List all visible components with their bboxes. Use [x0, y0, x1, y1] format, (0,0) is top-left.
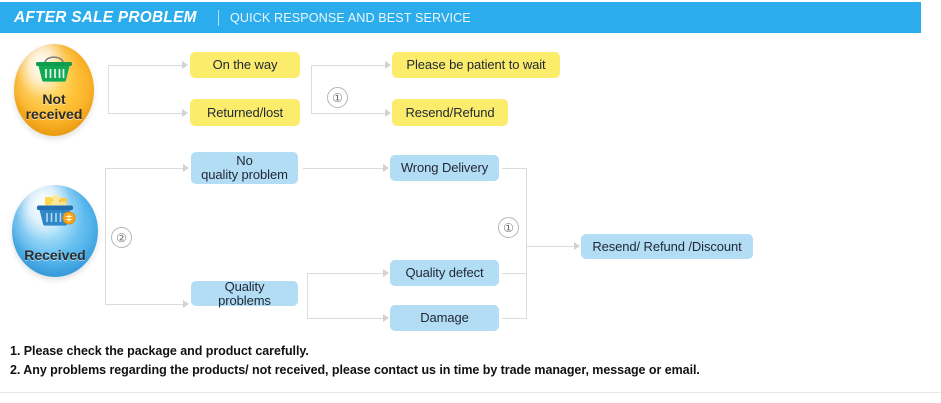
branch-icon-received: Received: [12, 185, 98, 277]
arrow-please-wait: [385, 61, 391, 69]
connector-h-qualitydefect-out: [502, 273, 526, 274]
connector-h-notreceived-ontheway: [108, 65, 182, 66]
node-resend-refund-discount[interactable]: Resend/ Refund /Discount: [581, 234, 753, 259]
marker-1-row2: ①: [498, 217, 519, 238]
page-title: AFTER SALE PROBLEM: [14, 8, 197, 26]
arrow-no-quality-problem: [183, 164, 189, 172]
branch-label-not-received: Not received: [26, 92, 83, 122]
basket-glyph: [36, 56, 72, 82]
connector-h-damage-out: [502, 318, 526, 319]
arrow-quality-problems: [183, 300, 189, 308]
header-bar: AFTER SALE PROBLEM QUICK RESPONSE AND BE…: [0, 2, 921, 33]
connector-v-row1-mid: [311, 65, 312, 113]
connector-v-received: [105, 168, 106, 304]
basket-goods: [42, 195, 67, 206]
bottom-divider: [0, 392, 941, 393]
arrow-final-resolution: [574, 242, 580, 250]
connector-h-wrongdelivery-out: [502, 168, 526, 169]
connector-v-merge: [526, 168, 527, 319]
orange-shopping-basket-icon: [14, 53, 94, 87]
branch-icon-not-received: Not received: [14, 44, 94, 136]
note-item-2: 2. Any problems regarding the products/ …: [10, 363, 700, 377]
node-no-quality-problem[interactable]: No quality problem: [191, 152, 298, 184]
connector-h-received-noquality: [105, 168, 183, 169]
arrow-wrong-delivery: [383, 164, 389, 172]
connector-h-returned-out: [311, 113, 385, 114]
connector-h-notreceived-returned: [108, 113, 182, 114]
connector-h-received-qualityproblems: [105, 304, 183, 305]
connector-h-ontheway-out: [311, 65, 385, 66]
note-item-1: 1. Please check the package and product …: [10, 344, 309, 358]
node-wrong-delivery[interactable]: Wrong Delivery: [390, 155, 499, 181]
node-resend-refund[interactable]: Resend/Refund: [392, 99, 508, 126]
arrow-damage: [383, 314, 389, 322]
marker-1-row1: ①: [327, 87, 348, 108]
arrow-returnedlost: [182, 109, 188, 117]
header-subtitle: QUICK RESPONSE AND BEST SERVICE: [230, 10, 472, 25]
arrow-resend-refund: [385, 109, 391, 117]
connector-v-notreceived: [108, 65, 109, 113]
node-on-the-way[interactable]: On the way: [190, 52, 300, 78]
connector-h-merge-final: [526, 246, 574, 247]
node-label-line2: quality problem: [201, 167, 288, 182]
basket-full-glyph: [37, 195, 76, 226]
branch-label-received: Received: [24, 247, 86, 263]
arrow-quality-defect: [383, 269, 389, 277]
connector-v-qualityproblems: [307, 273, 308, 318]
marker-2-received: ②: [111, 227, 132, 248]
node-label-line1: No: [236, 153, 253, 168]
arrow-ontheway: [182, 61, 188, 69]
node-quality-problems[interactable]: Quality problems: [191, 279, 298, 307]
node-damage[interactable]: Damage: [390, 305, 499, 331]
connector-h-noquality-wrongdelivery: [303, 168, 383, 169]
node-quality-defect[interactable]: Quality defect: [390, 260, 499, 286]
connector-h-qualityproblems-defect: [307, 273, 383, 274]
blue-shopping-basket-icon: [12, 194, 98, 232]
header-divider: [218, 9, 220, 26]
node-please-be-patient[interactable]: Please be patient to wait: [392, 52, 560, 78]
branch-label-line1: Not: [42, 91, 66, 107]
node-returned-lost[interactable]: Returned/lost: [190, 99, 300, 126]
connector-h-qualityproblems-damage: [307, 318, 383, 319]
branch-label-line2: received: [25, 106, 83, 122]
notes-section: 1. Please check the package and product …: [10, 342, 910, 380]
